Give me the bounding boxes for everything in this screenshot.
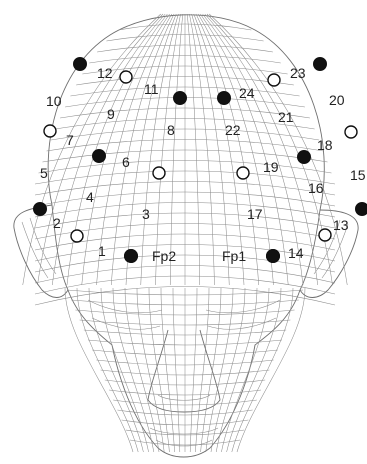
mesh-face-column: [173, 288, 180, 452]
electrode-marker-e12b: [120, 71, 132, 83]
electrode-marker-e19: [237, 167, 249, 179]
mesh-face-column: [65, 288, 133, 452]
electrode-marker-e5: [34, 203, 47, 216]
electrode-marker-e11: [174, 92, 187, 105]
electrode-marker-e20: [345, 126, 357, 138]
electrode-marker-e18: [298, 151, 311, 164]
mesh-meridian: [23, 14, 161, 285]
electrode-label-e19: 19: [263, 159, 279, 175]
electrode-label-e3: 3: [142, 206, 150, 222]
electrode-label-e9: 9: [107, 106, 115, 122]
electrode-marker-e9: [93, 150, 106, 163]
mesh-meridian: [52, 14, 165, 285]
electrode-label-e5: 5: [40, 165, 48, 181]
electrode-label-e14: 14: [288, 245, 304, 261]
electrode-label-e21: 21: [278, 109, 294, 125]
electrode-label-e22: 22: [225, 122, 241, 138]
electrode-label-e8: 8: [167, 122, 175, 138]
mesh-meridian: [67, 14, 167, 285]
mesh-face-column: [190, 288, 197, 452]
electrode-label-e20: 20: [329, 92, 345, 108]
electrode-marker-e23b: [268, 74, 280, 86]
electrode-label-e23: 23: [290, 65, 306, 81]
electrode-label-e13: 13: [333, 217, 349, 233]
mesh-face-column: [201, 288, 221, 452]
electrode-label-fp1: Fp1: [222, 248, 246, 264]
electrode-label-e2: 2: [53, 215, 61, 231]
electrode-marker-e24: [218, 92, 231, 105]
electrode-marker-e2: [71, 230, 83, 242]
mesh-face-column: [195, 288, 209, 452]
electrode-marker-e13: [319, 229, 331, 241]
electrode-marker-e23: [314, 58, 327, 71]
electrode-label-fp2: Fp2: [152, 248, 176, 264]
mesh-face-column: [161, 288, 175, 452]
mesh-face-column: [237, 288, 305, 452]
electrode-label-e11: 11: [144, 81, 159, 97]
head-outline: [48, 15, 324, 457]
mesh-face-column: [149, 288, 169, 452]
electrode-marker-fp1: [267, 250, 280, 263]
electrode-marker-e12: [74, 58, 87, 71]
mesh-meridian: [97, 14, 172, 285]
electrode-label-e24: 24: [239, 85, 255, 101]
mesh-meridian: [198, 14, 273, 285]
electrode-label-e15: 15: [350, 167, 366, 183]
electrode-marker-e15: [356, 203, 367, 216]
electrode-marker-e6: [153, 167, 165, 179]
electrode-marker-e7: [44, 125, 56, 137]
head-wireframe-mesh: [14, 14, 358, 457]
electrode-label-e7: 7: [66, 132, 74, 148]
electrode-label-e18: 18: [317, 137, 333, 153]
electrode-label-e6: 6: [122, 154, 130, 170]
nose: [148, 330, 220, 412]
electrode-marker-fp2: [125, 250, 138, 263]
electrode-label-e16: 16: [308, 180, 324, 196]
electrode-label-e17: 17: [247, 206, 263, 222]
electrode-label-e12: 12: [97, 65, 113, 81]
electrode-label-e10: 10: [46, 93, 62, 109]
electrode-label-e1: 1: [98, 243, 106, 259]
electrode-label-e4: 4: [86, 189, 94, 205]
